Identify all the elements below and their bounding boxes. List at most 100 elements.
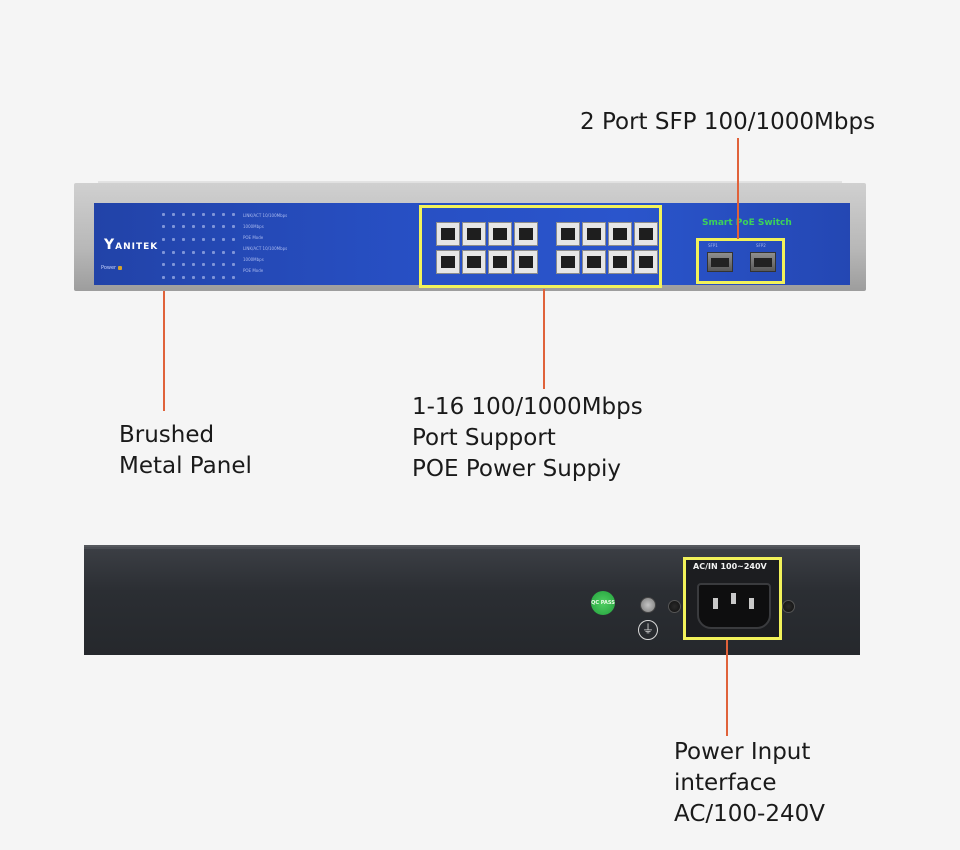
status-led: [221, 238, 225, 242]
rj45-port-4: [514, 222, 538, 246]
power-led-label: Power: [101, 265, 117, 271]
rj45-port-12: [514, 250, 538, 274]
rj45-port-14: [582, 250, 606, 274]
status-led: [231, 212, 235, 216]
sfp-ports-highlight: [696, 238, 785, 284]
rj45-port-3: [488, 222, 512, 246]
status-led: [231, 250, 235, 254]
panel-callout-line-2: Metal Panel: [119, 453, 252, 479]
socket-pin-right: [749, 598, 754, 609]
sfp-slot-1: [707, 252, 733, 272]
ground-screw: [640, 597, 656, 613]
ports-callout: 1-16 100/1000Mbps Port Support POE Power…: [412, 392, 643, 485]
ports-callout-line-2: Port Support: [412, 425, 556, 451]
status-led: [231, 276, 235, 280]
ports-leader-line: [543, 289, 545, 389]
socket-pin-left: [713, 598, 718, 609]
led-legend-item: LINK/ACT 10/100Mbps: [243, 213, 288, 218]
sfp1-label: SFP1: [708, 243, 718, 248]
status-led: [181, 238, 185, 242]
status-led: [231, 263, 235, 267]
status-led: [171, 263, 175, 267]
status-led: [211, 225, 215, 229]
status-led: [181, 225, 185, 229]
socket-pin-earth: [731, 593, 736, 604]
status-led: [191, 225, 195, 229]
status-led: [161, 238, 165, 242]
sfp-callout: 2 Port SFP 100/1000Mbps: [580, 109, 876, 135]
qc-pass-sticker: QC PASS: [591, 591, 615, 615]
rj45-port-9: [436, 250, 460, 274]
status-led: [161, 250, 165, 254]
power-callout-line-3: AC/100-240V: [674, 801, 825, 827]
status-led: [191, 212, 195, 216]
rj45-port-2: [462, 222, 486, 246]
status-led: [211, 212, 215, 216]
status-led: [191, 276, 195, 280]
status-led: [181, 250, 185, 254]
rj45-port-5: [556, 222, 580, 246]
power-inlet-highlight: [683, 557, 782, 640]
rj45-port-6: [582, 222, 606, 246]
rj45-port-10: [462, 250, 486, 274]
status-led: [171, 238, 175, 242]
panel-callout-line-1: Brushed: [119, 422, 215, 448]
ac-input-label: AC/IN 100~240V: [693, 562, 767, 571]
status-led: [231, 225, 235, 229]
rj45-port-block: [426, 210, 662, 286]
ground-icon: ⏚: [638, 620, 658, 640]
status-led: [201, 225, 205, 229]
power-callout-line-2: interface: [674, 770, 777, 796]
status-led: [201, 250, 205, 254]
status-led: [161, 276, 165, 280]
status-led: [171, 212, 175, 216]
led-legend-item: POE Mode: [243, 268, 264, 273]
rj45-port-7: [608, 222, 632, 246]
power-led: [118, 266, 122, 270]
switch-title: Smart PoE Switch: [702, 218, 792, 228]
status-led: [201, 276, 205, 280]
ports-callout-line-1: 1-16 100/1000Mbps: [412, 394, 643, 420]
led-legend-item: 1000Mbps: [243, 257, 264, 262]
rj45-port-16: [634, 250, 658, 274]
rj45-port-15: [608, 250, 632, 274]
status-led: [211, 238, 215, 242]
rj45-port-8: [634, 222, 658, 246]
status-led: [191, 263, 195, 267]
status-led: [221, 225, 225, 229]
status-led: [181, 212, 185, 216]
rj45-ports-highlight: [419, 205, 662, 288]
status-led: [211, 250, 215, 254]
panel-leader-line: [163, 291, 165, 411]
status-led: [221, 212, 225, 216]
status-led: [171, 225, 175, 229]
sfp-slot-2: [750, 252, 776, 272]
sfp2-label: SFP2: [756, 243, 766, 248]
mount-screw-right: [782, 600, 795, 613]
status-led: [161, 212, 165, 216]
status-led: [231, 238, 235, 242]
status-led: [211, 263, 215, 267]
led-legend-item: POE Mode: [243, 235, 264, 240]
brand-text: ANITEK: [115, 242, 159, 252]
mount-screw-left: [668, 600, 681, 613]
status-led-grid: [158, 208, 238, 284]
status-led: [171, 276, 175, 280]
status-led: [221, 250, 225, 254]
status-led: [171, 250, 175, 254]
panel-callout: Brushed Metal Panel: [119, 420, 252, 482]
status-led: [181, 276, 185, 280]
brand-logo: YANITEK: [104, 237, 159, 253]
status-led: [211, 276, 215, 280]
status-led: [161, 263, 165, 267]
status-led: [191, 238, 195, 242]
sfp-leader-line: [737, 138, 739, 239]
power-leader-line: [726, 640, 728, 736]
rj45-port-11: [488, 250, 512, 274]
status-led: [181, 263, 185, 267]
led-legend-item: LINK/ACT 10/100Mbps: [243, 246, 288, 251]
status-led: [191, 250, 195, 254]
power-callout-line-1: Power Input: [674, 739, 811, 765]
rj45-port-1: [436, 222, 460, 246]
